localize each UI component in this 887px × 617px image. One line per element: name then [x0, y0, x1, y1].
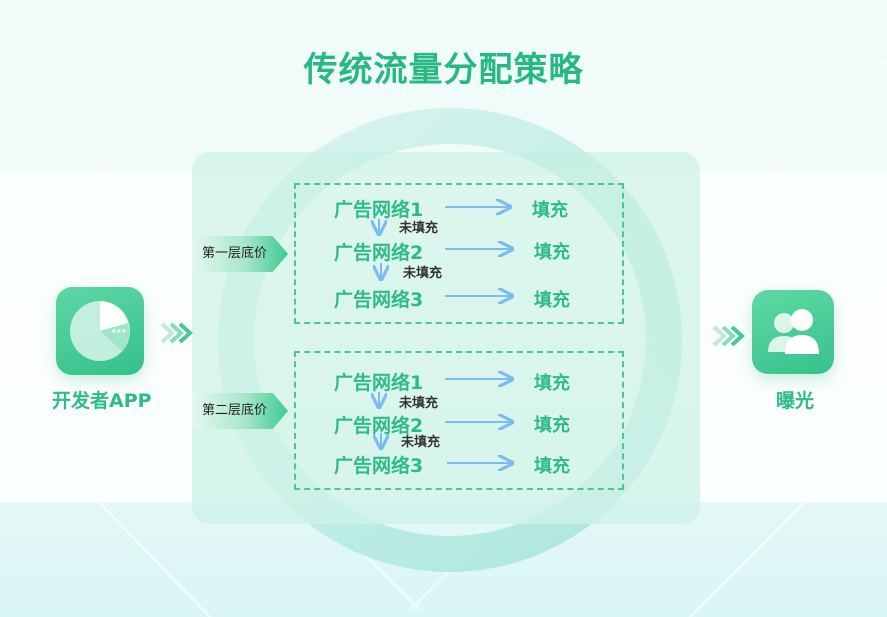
fill-label: 填充: [532, 200, 568, 221]
unfilled-label: 未填充: [401, 435, 441, 450]
tier-1-tag: 第一层底价: [192, 236, 288, 272]
tier-2-group: [294, 351, 624, 490]
chevron-right-icon: [712, 325, 745, 347]
page-title: 传统流量分配策略: [303, 50, 584, 90]
network-3-label: 广告网络3: [334, 289, 424, 311]
fill-label: 填充: [534, 415, 570, 436]
unfilled-label: 未填充: [403, 266, 443, 281]
fill-label: 填充: [534, 290, 570, 311]
network-2-label: 广告网络2: [334, 415, 424, 437]
pie-chart-app-icon: [56, 287, 144, 375]
target-label: 曝光: [776, 390, 815, 412]
network-3-label: 广告网络3: [334, 455, 424, 477]
network-1-label: 广告网络1: [334, 372, 424, 394]
chevron-right-icon: [160, 322, 193, 344]
network-1-label: 广告网络1: [334, 199, 424, 221]
source-label: 开发者APP: [52, 390, 152, 412]
fill-label: 填充: [534, 373, 570, 394]
tier-2-tag: 第二层底价: [192, 393, 288, 429]
fill-label: 填充: [534, 456, 570, 477]
unfilled-label: 未填充: [399, 396, 439, 411]
network-2-label: 广告网络2: [334, 242, 424, 264]
users-icon: [752, 290, 834, 374]
unfilled-label: 未填充: [399, 221, 439, 236]
strategy-panel: [192, 152, 700, 524]
fill-label: 填充: [534, 242, 570, 263]
tier-1-group: [294, 183, 624, 324]
